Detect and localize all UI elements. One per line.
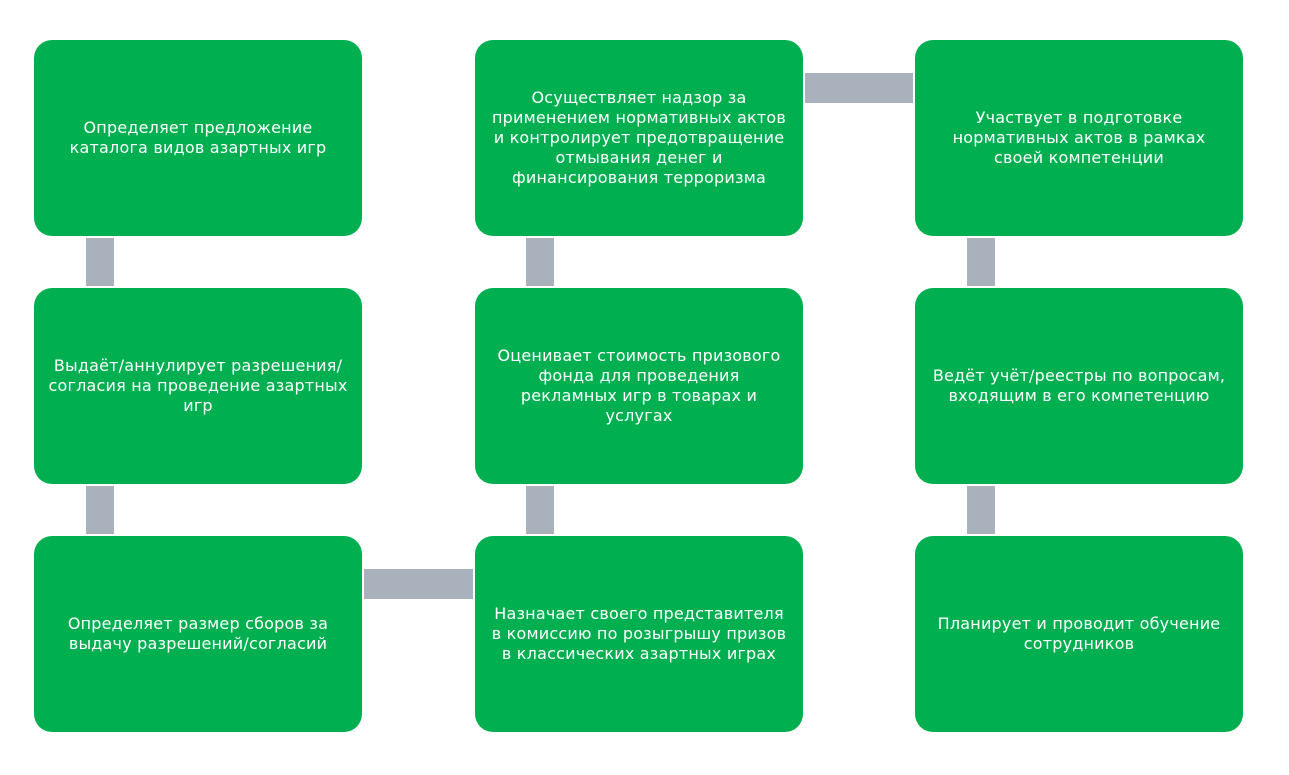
connector-col2-col3-top [805,73,913,103]
connector-col3-1-2 [967,238,995,286]
process-box-col2-1: Осуществляет надзор за применением норма… [475,40,803,236]
connector-col2-3-2 [526,486,554,534]
process-box-col2-2: Оценивает стоимость призового фонда для … [475,288,803,484]
process-box-text: Назначает своего представителя в комисси… [491,604,787,663]
connector-col3-2-3 [967,486,995,534]
process-box-col3-3: Планирует и проводит обучение сотруднико… [915,536,1243,732]
process-box-col1-1: Определяет предложение каталога видов аз… [34,40,362,236]
connector-col1-2-3 [86,486,114,534]
process-box-text: Оценивает стоимость призового фонда для … [497,346,781,425]
process-box-text: Определяет предложение каталога видов аз… [69,118,327,157]
connector-col2-2-1 [526,238,554,286]
process-box-col3-2: Ведёт учёт/реестры по вопросам, входящим… [915,288,1243,484]
process-box-text: Ведёт учёт/реестры по вопросам, входящим… [932,366,1226,405]
process-box-col1-3: Определяет размер сборов за выдачу разре… [34,536,362,732]
process-box-text: Планирует и проводит обучение сотруднико… [937,614,1221,653]
process-box-text: Участвует в подготовке нормативных актов… [952,108,1206,167]
process-box-text: Определяет размер сборов за выдачу разре… [67,614,329,653]
process-box-col2-3: Назначает своего представителя в комисси… [475,536,803,732]
process-box-text: Выдаёт/аннулирует разрешения/согласия на… [48,356,348,415]
connector-col1-1-2 [86,238,114,286]
process-box-text: Осуществляет надзор за применением норма… [492,88,786,187]
process-box-col1-2: Выдаёт/аннулирует разрешения/согласия на… [34,288,362,484]
process-box-col3-1: Участвует в подготовке нормативных актов… [915,40,1243,236]
connector-col1-col2-bottom [364,569,473,599]
